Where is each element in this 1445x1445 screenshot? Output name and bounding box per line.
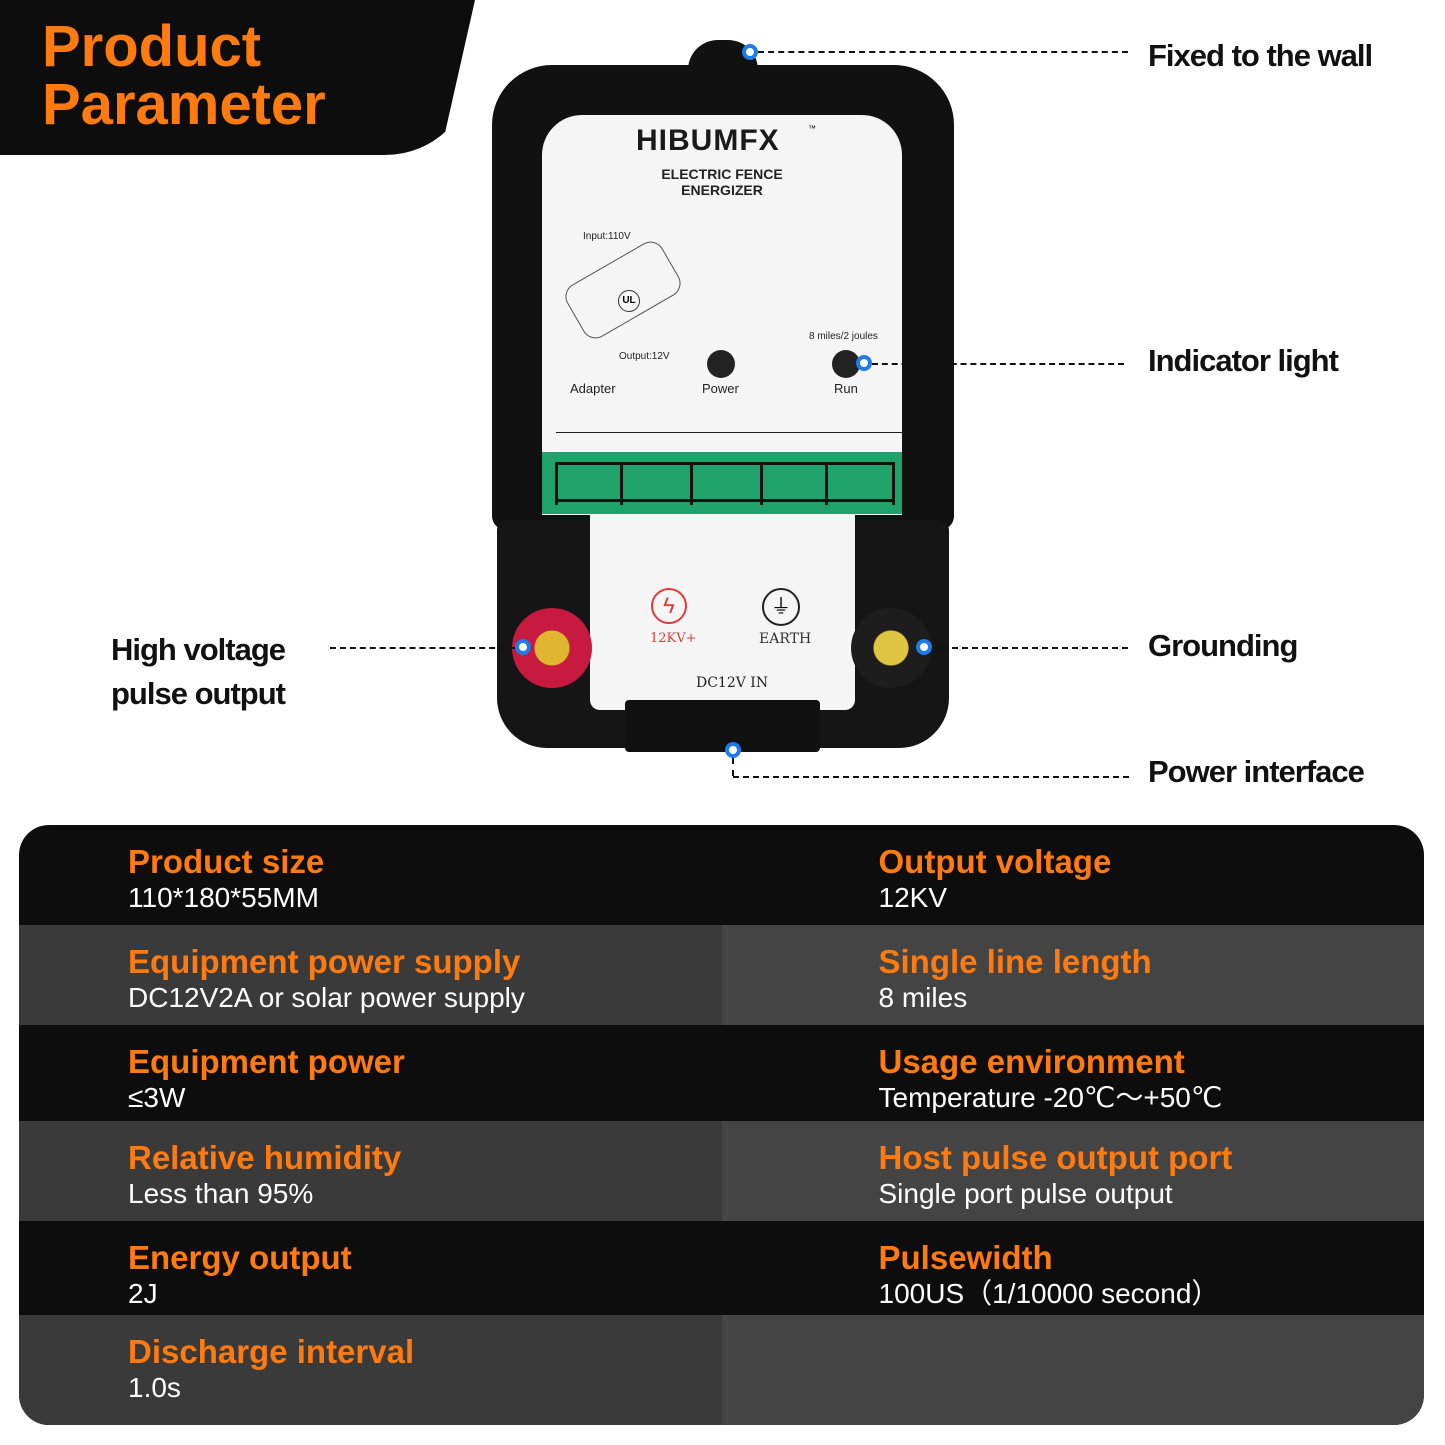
pulse-line (556, 432, 902, 433)
lightning-icon: ϟ (651, 588, 687, 624)
spec-value: 12KV (878, 882, 948, 913)
spec-value: 100US（1/10000 second） (878, 1278, 1220, 1309)
pin-marker (725, 742, 741, 758)
spec-value: ≤3W (128, 1082, 186, 1113)
spec-label: Equipment power supply (128, 943, 521, 980)
spec-label: Single line length (878, 943, 1152, 980)
pin-marker (742, 44, 758, 60)
power-interface (625, 700, 820, 752)
spec-label: Output voltage (878, 843, 1112, 880)
device-face-lower (590, 515, 855, 710)
ul-mark: UL (618, 290, 640, 312)
power-label: Power (702, 381, 739, 396)
spec-label: Usage environment (878, 1043, 1185, 1080)
trademark: ™ (808, 124, 816, 133)
header-banner (0, 0, 475, 155)
input-label: Input:110V (583, 231, 631, 242)
spec-value: Temperature -20℃～+50℃ (878, 1082, 1223, 1113)
leader-line (732, 758, 734, 776)
spec-value: 110*180*55MM (128, 882, 319, 913)
spec-label: Equipment power (128, 1043, 405, 1080)
earth-label: EARTH (759, 631, 812, 647)
callout-power: Power interface (1148, 754, 1365, 789)
device-face (542, 115, 902, 515)
pin-marker (916, 639, 932, 655)
spec-value: 2J (128, 1278, 158, 1309)
spec-label: Relative humidity (128, 1139, 402, 1176)
callout-ground: Grounding (1148, 628, 1298, 663)
leader-line (330, 647, 515, 649)
power-led (707, 350, 735, 378)
run-label: Run (834, 381, 858, 396)
spec-label: Host pulse output port (878, 1139, 1233, 1176)
fence-graphic (555, 462, 895, 505)
output-label: Output:12V (619, 351, 670, 362)
dc-label: DC12V IN (696, 675, 769, 691)
pin-marker (515, 639, 531, 655)
spec-value: 8 miles (878, 982, 968, 1013)
ground-icon: ⏚ (762, 588, 800, 626)
leader-line (733, 776, 1129, 778)
run-led (832, 350, 860, 378)
spec-value: DC12V2A or solar power supply (128, 982, 525, 1013)
hv-label: 12KV+ (650, 631, 697, 646)
spec-value: Single port pulse output (878, 1178, 1173, 1209)
callout-wall: Fixed to the wall (1148, 38, 1373, 73)
rating-label: 8 miles/2 joules (809, 331, 878, 342)
spec-value: Less than 95% (128, 1178, 314, 1209)
spec-value: 1.0s (128, 1372, 181, 1403)
pin-marker (856, 355, 872, 371)
brand-logo: HIBUMFX (636, 124, 780, 157)
callout-indicator: Indicator light (1148, 343, 1339, 378)
spec-label: Product size (128, 843, 325, 880)
leader-line (932, 647, 1128, 649)
leader-line (872, 363, 1124, 365)
spec-label: Energy output (128, 1239, 352, 1276)
spec-label: Pulsewidth (878, 1239, 1053, 1276)
spec-label: Discharge interval (128, 1333, 415, 1370)
leader-line (758, 51, 1128, 53)
adapter-label: Adapter (570, 381, 616, 396)
